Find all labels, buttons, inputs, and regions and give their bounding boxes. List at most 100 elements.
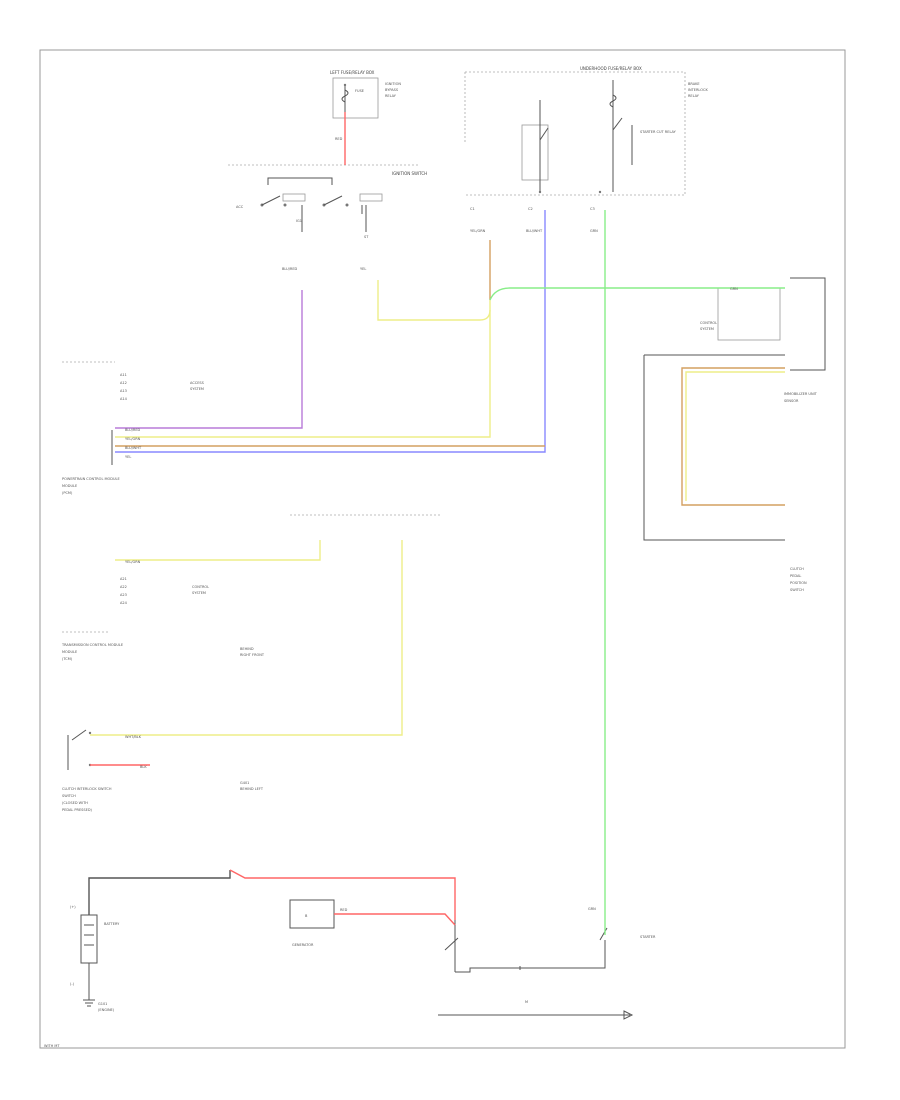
starter: STARTER M [438, 920, 656, 1020]
svg-text:A23: A23 [120, 593, 127, 597]
svg-text:CONTROL: CONTROL [192, 585, 209, 589]
left-fuse-box-label: LEFT FUSE/RELAY BOX [330, 70, 375, 75]
wire-label-w2c: YEL/GRN [125, 560, 141, 564]
svg-text:BYPASS: BYPASS [385, 88, 399, 92]
pcm-label: POWERTRAIN CONTROL MODULE [62, 477, 120, 481]
svg-text:CONTROL: CONTROL [700, 321, 717, 325]
svg-text:RELAY: RELAY [385, 94, 397, 98]
svg-text:MODULE: MODULE [62, 650, 77, 654]
generator: B GENERATOR [289, 899, 335, 947]
svg-text:BEHIND LEFT: BEHIND LEFT [240, 787, 264, 791]
starter-cut-relay-label: STARTER CUT RELAY [640, 130, 677, 134]
footer-label: WITH MT [44, 1044, 60, 1048]
clutch-switch-label: CLUTCH INTERLOCK SWITCH [62, 787, 112, 791]
svg-text:IG1: IG1 [296, 219, 302, 223]
diagram-frame [39, 49, 846, 1049]
wire-label-w2: YEL/GRN [470, 229, 486, 233]
wire-red-battery-starter [229, 869, 456, 920]
svg-text:ACCESS: ACCESS [190, 381, 205, 385]
wire-orange-right [681, 367, 785, 506]
svg-text:RELAY: RELAY [688, 94, 700, 98]
wire-label-w3: BLU/WHT [526, 229, 543, 233]
wire-black-battery [88, 870, 231, 915]
svg-text:PEDAL: PEDAL [790, 574, 801, 578]
svg-text:SYSTEM: SYSTEM [700, 327, 714, 331]
battery: BATTERY (+) (-) G101 (ENGINE) [70, 905, 120, 1012]
svg-text:A13: A13 [120, 389, 127, 393]
svg-text:ACC: ACC [236, 205, 244, 209]
svg-text:ST: ST [364, 235, 369, 239]
ground-label: G101 [98, 1002, 107, 1006]
battery-label: BATTERY [104, 922, 120, 926]
svg-text:G401: G401 [240, 781, 249, 785]
svg-text:POSITION: POSITION [790, 581, 807, 585]
tcm-connector: A21 A22 A23 A24 CONTROL SYSTEM TRANSMISS… [61, 514, 440, 661]
wire-yellow-clutch [90, 540, 403, 736]
svg-text:(+): (+) [70, 905, 76, 909]
wire-label-w8b: RED [340, 908, 348, 912]
svg-text:(-): (-) [70, 982, 75, 986]
svg-text:A22: A22 [120, 585, 127, 589]
wire-green-immobilizer [489, 287, 785, 301]
starter-label: STARTER [640, 935, 656, 939]
svg-text:(PCM): (PCM) [62, 491, 73, 495]
left-fuse-relay-box: LEFT FUSE/RELAY BOX FUSE IGNITION BYPASS… [330, 70, 401, 119]
svg-text:A21: A21 [120, 577, 127, 581]
wire-label-w1b: BLU/RED [125, 428, 141, 432]
svg-text:M: M [525, 1000, 528, 1004]
wire-label-w2b: YEL/GRN [125, 437, 141, 441]
wire-label-w6: BLK [140, 765, 147, 769]
svg-text:(ENGINE): (ENGINE) [98, 1008, 115, 1012]
svg-text:(TCM): (TCM) [62, 657, 73, 661]
svg-text:RIGHT FRONT: RIGHT FRONT [240, 653, 265, 657]
immobilizer-unit: CONTROL SYSTEM IMMOBILIZER UNIT SENSOR C… [643, 277, 826, 592]
svg-text:BEHIND: BEHIND [240, 647, 254, 651]
svg-text:BRAKE: BRAKE [688, 82, 700, 86]
svg-text:PEDAL PRESSED): PEDAL PRESSED) [62, 808, 93, 812]
fuse-label: FUSE [355, 89, 364, 93]
wire-label-w7b: GRN [730, 287, 738, 291]
underhood-fuse-box-label: UNDERHOOD FUSE/RELAY BOX [580, 66, 642, 71]
svg-text:C3: C3 [590, 207, 595, 211]
svg-text:(CLOSED WITH: (CLOSED WITH [62, 801, 88, 805]
svg-text:SWITCH: SWITCH [790, 588, 804, 592]
wire-label-w1: BLU/RED [282, 267, 298, 271]
wire-violet-ig1 [115, 290, 303, 429]
wire-label-w7c: GRN [588, 907, 596, 911]
wire-label-w4: YEL [360, 267, 366, 271]
svg-text:MODULE: MODULE [62, 484, 77, 488]
svg-text:C1: C1 [470, 207, 475, 211]
generator-label: GENERATOR [292, 943, 314, 947]
svg-text:SYSTEM: SYSTEM [192, 591, 206, 595]
immobilizer-label: IMMOBILIZER UNIT [784, 392, 818, 396]
svg-text:SYSTEM: SYSTEM [190, 387, 204, 391]
wire-label-w4b: YEL [125, 455, 131, 459]
svg-text:SWITCH: SWITCH [62, 794, 76, 798]
svg-text:INTERLOCK: INTERLOCK [688, 88, 708, 92]
svg-text:C2: C2 [528, 207, 533, 211]
wire-yellow-tcm-row [115, 540, 321, 561]
svg-text:IGNITION: IGNITION [385, 82, 401, 86]
wire-label-w7: GRN [590, 229, 598, 233]
svg-text:B: B [305, 914, 308, 918]
wire-yellow-pcm [115, 300, 491, 438]
underhood-fuse-relay-box: UNDERHOOD FUSE/RELAY BOX BRAKE INTERLOCK… [464, 66, 708, 211]
wire-red-generator [334, 913, 456, 926]
wire-label-w8: RED [335, 137, 343, 141]
wire-blue-c2 [115, 210, 546, 453]
svg-text:A14: A14 [120, 397, 128, 401]
svg-text:A24: A24 [120, 601, 128, 605]
svg-text:A12: A12 [120, 381, 127, 385]
wire-yellow-st [377, 280, 491, 321]
tcm-label: TRANSMISSION CONTROL MODULE [61, 643, 123, 647]
wire-label-w3b: BLU/WHT [125, 446, 142, 450]
clutch-interlock-switch: CLUTCH INTERLOCK SWITCH SWITCH (CLOSED W… [62, 729, 264, 812]
pcm-connector: A11 A12 A13 A14 ACCESS SYSTEM POWERTRAIN… [62, 361, 205, 495]
svg-text:SENSOR: SENSOR [784, 399, 799, 403]
wire-yellow-right [685, 371, 785, 501]
ignition-switch-label: IGNITION SWITCH [392, 171, 427, 176]
ignition-switch: IGNITION SWITCH ACC IG1 ST [228, 164, 427, 239]
wire-label-w5: WHT/BLK [125, 735, 142, 739]
svg-text:A11: A11 [120, 373, 127, 377]
